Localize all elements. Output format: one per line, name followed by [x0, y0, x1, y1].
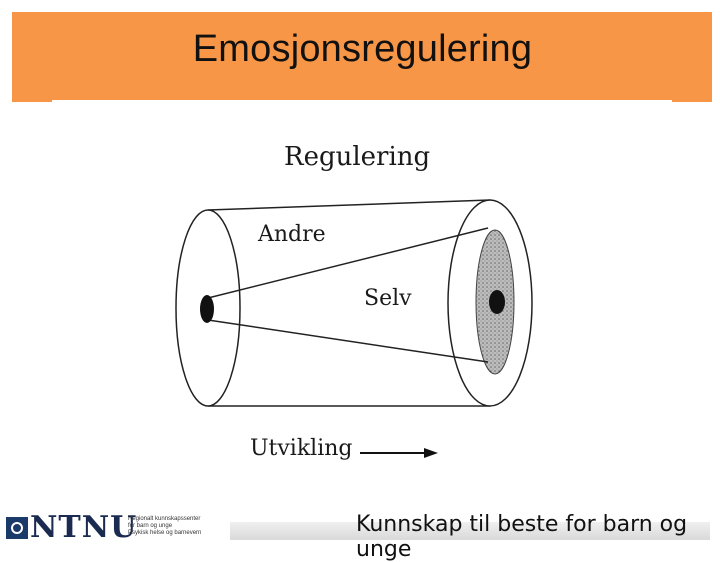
footer: NTNU Regionalt kunnskapssenter for barn … — [0, 508, 720, 562]
center-line-3: Psykisk helse og barnevern — [128, 530, 202, 536]
development-arrow-icon — [360, 446, 440, 458]
right-dot — [489, 290, 505, 314]
footer-tagline: Kunnskap til beste for barn og unge — [356, 512, 688, 562]
label-utvikling: Utvikling — [250, 436, 353, 461]
slide-title: Emosjonsregulering — [192, 28, 533, 70]
ntnu-logo-text: NTNU — [30, 510, 138, 545]
left-dot — [200, 295, 214, 323]
label-selv: Selv — [364, 286, 412, 311]
cone-top-line — [207, 227, 489, 299]
footer-band — [230, 522, 710, 540]
cylinder-top-edge — [207, 199, 491, 211]
label-regulering: Regulering — [284, 142, 431, 172]
center-line-2: for barn og unge — [128, 523, 173, 529]
title-bar — [12, 12, 712, 102]
label-andre: Andre — [258, 222, 326, 247]
title-divider — [52, 100, 672, 103]
cone-bottom-line — [207, 319, 489, 363]
center-name: Regionalt kunnskapssenter for barn og un… — [128, 516, 228, 537]
ntnu-logo-icon — [6, 517, 28, 539]
center-line-1: Regionalt kunnskapssenter — [128, 516, 201, 522]
regulation-diagram: Regulering Andre Selv Utvikling — [150, 130, 550, 470]
cylinder-diagram — [175, 199, 533, 407]
